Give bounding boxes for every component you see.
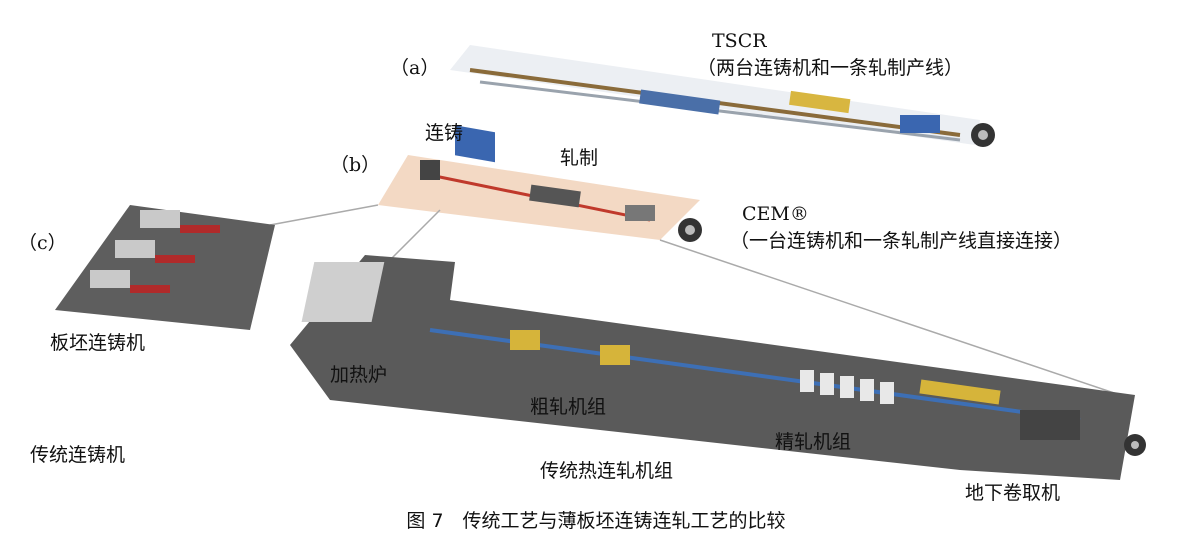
slab-caster-illustration [55, 205, 275, 330]
conventional-mill-illustration [290, 255, 1146, 480]
cem-line-illustration [269, 155, 1121, 396]
tscr-title: TSCR [712, 30, 767, 52]
panel-a-tag: （a） [390, 57, 440, 79]
casting-label: 连铸 [425, 122, 464, 144]
cem-subtitle: （一台连铸机和一条轧制产线直接连接） [730, 230, 1073, 252]
slab-caster-label: 板坯连铸机 [50, 332, 146, 354]
panel-c-tag: （c） [18, 232, 67, 254]
roughing-label: 粗轧机组 [530, 396, 607, 418]
figure-caption: 图 7 传统工艺与薄板坯连铸连轧工艺的比较 [406, 510, 786, 532]
furnace-label: 加热炉 [330, 364, 388, 386]
tscr-line-illustration [450, 45, 995, 163]
conventional-mill-label: 传统热连轧机组 [540, 460, 674, 482]
coiler-label: 地下卷取机 [965, 482, 1061, 504]
rolling-label: 轧制 [560, 147, 599, 169]
finishing-label: 精轧机组 [775, 431, 852, 453]
cem-title: CEM® [742, 203, 809, 225]
panel-b-tag: （b） [330, 154, 381, 176]
conventional-caster-label: 传统连铸机 [30, 444, 126, 466]
tscr-subtitle: （两台连铸机和一条轧制产线） [697, 57, 964, 79]
